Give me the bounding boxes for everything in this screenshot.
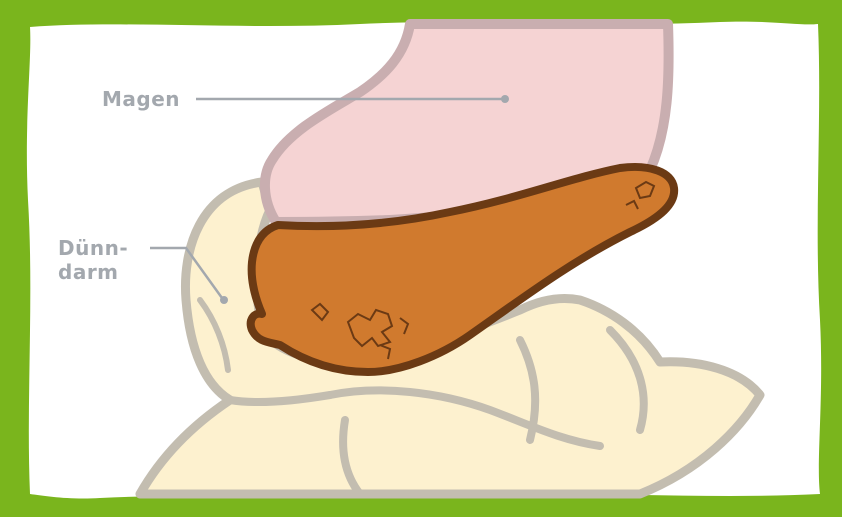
duenndarm-leader-dot [220,296,228,304]
small-intestine-label-line1: Dünn- [58,236,128,260]
stomach-label: Magen [102,87,180,111]
magen-leader-dot [501,95,509,103]
small-intestine-label-line2: darm [58,260,128,284]
small-intestine-label: Dünn- darm [58,236,128,284]
